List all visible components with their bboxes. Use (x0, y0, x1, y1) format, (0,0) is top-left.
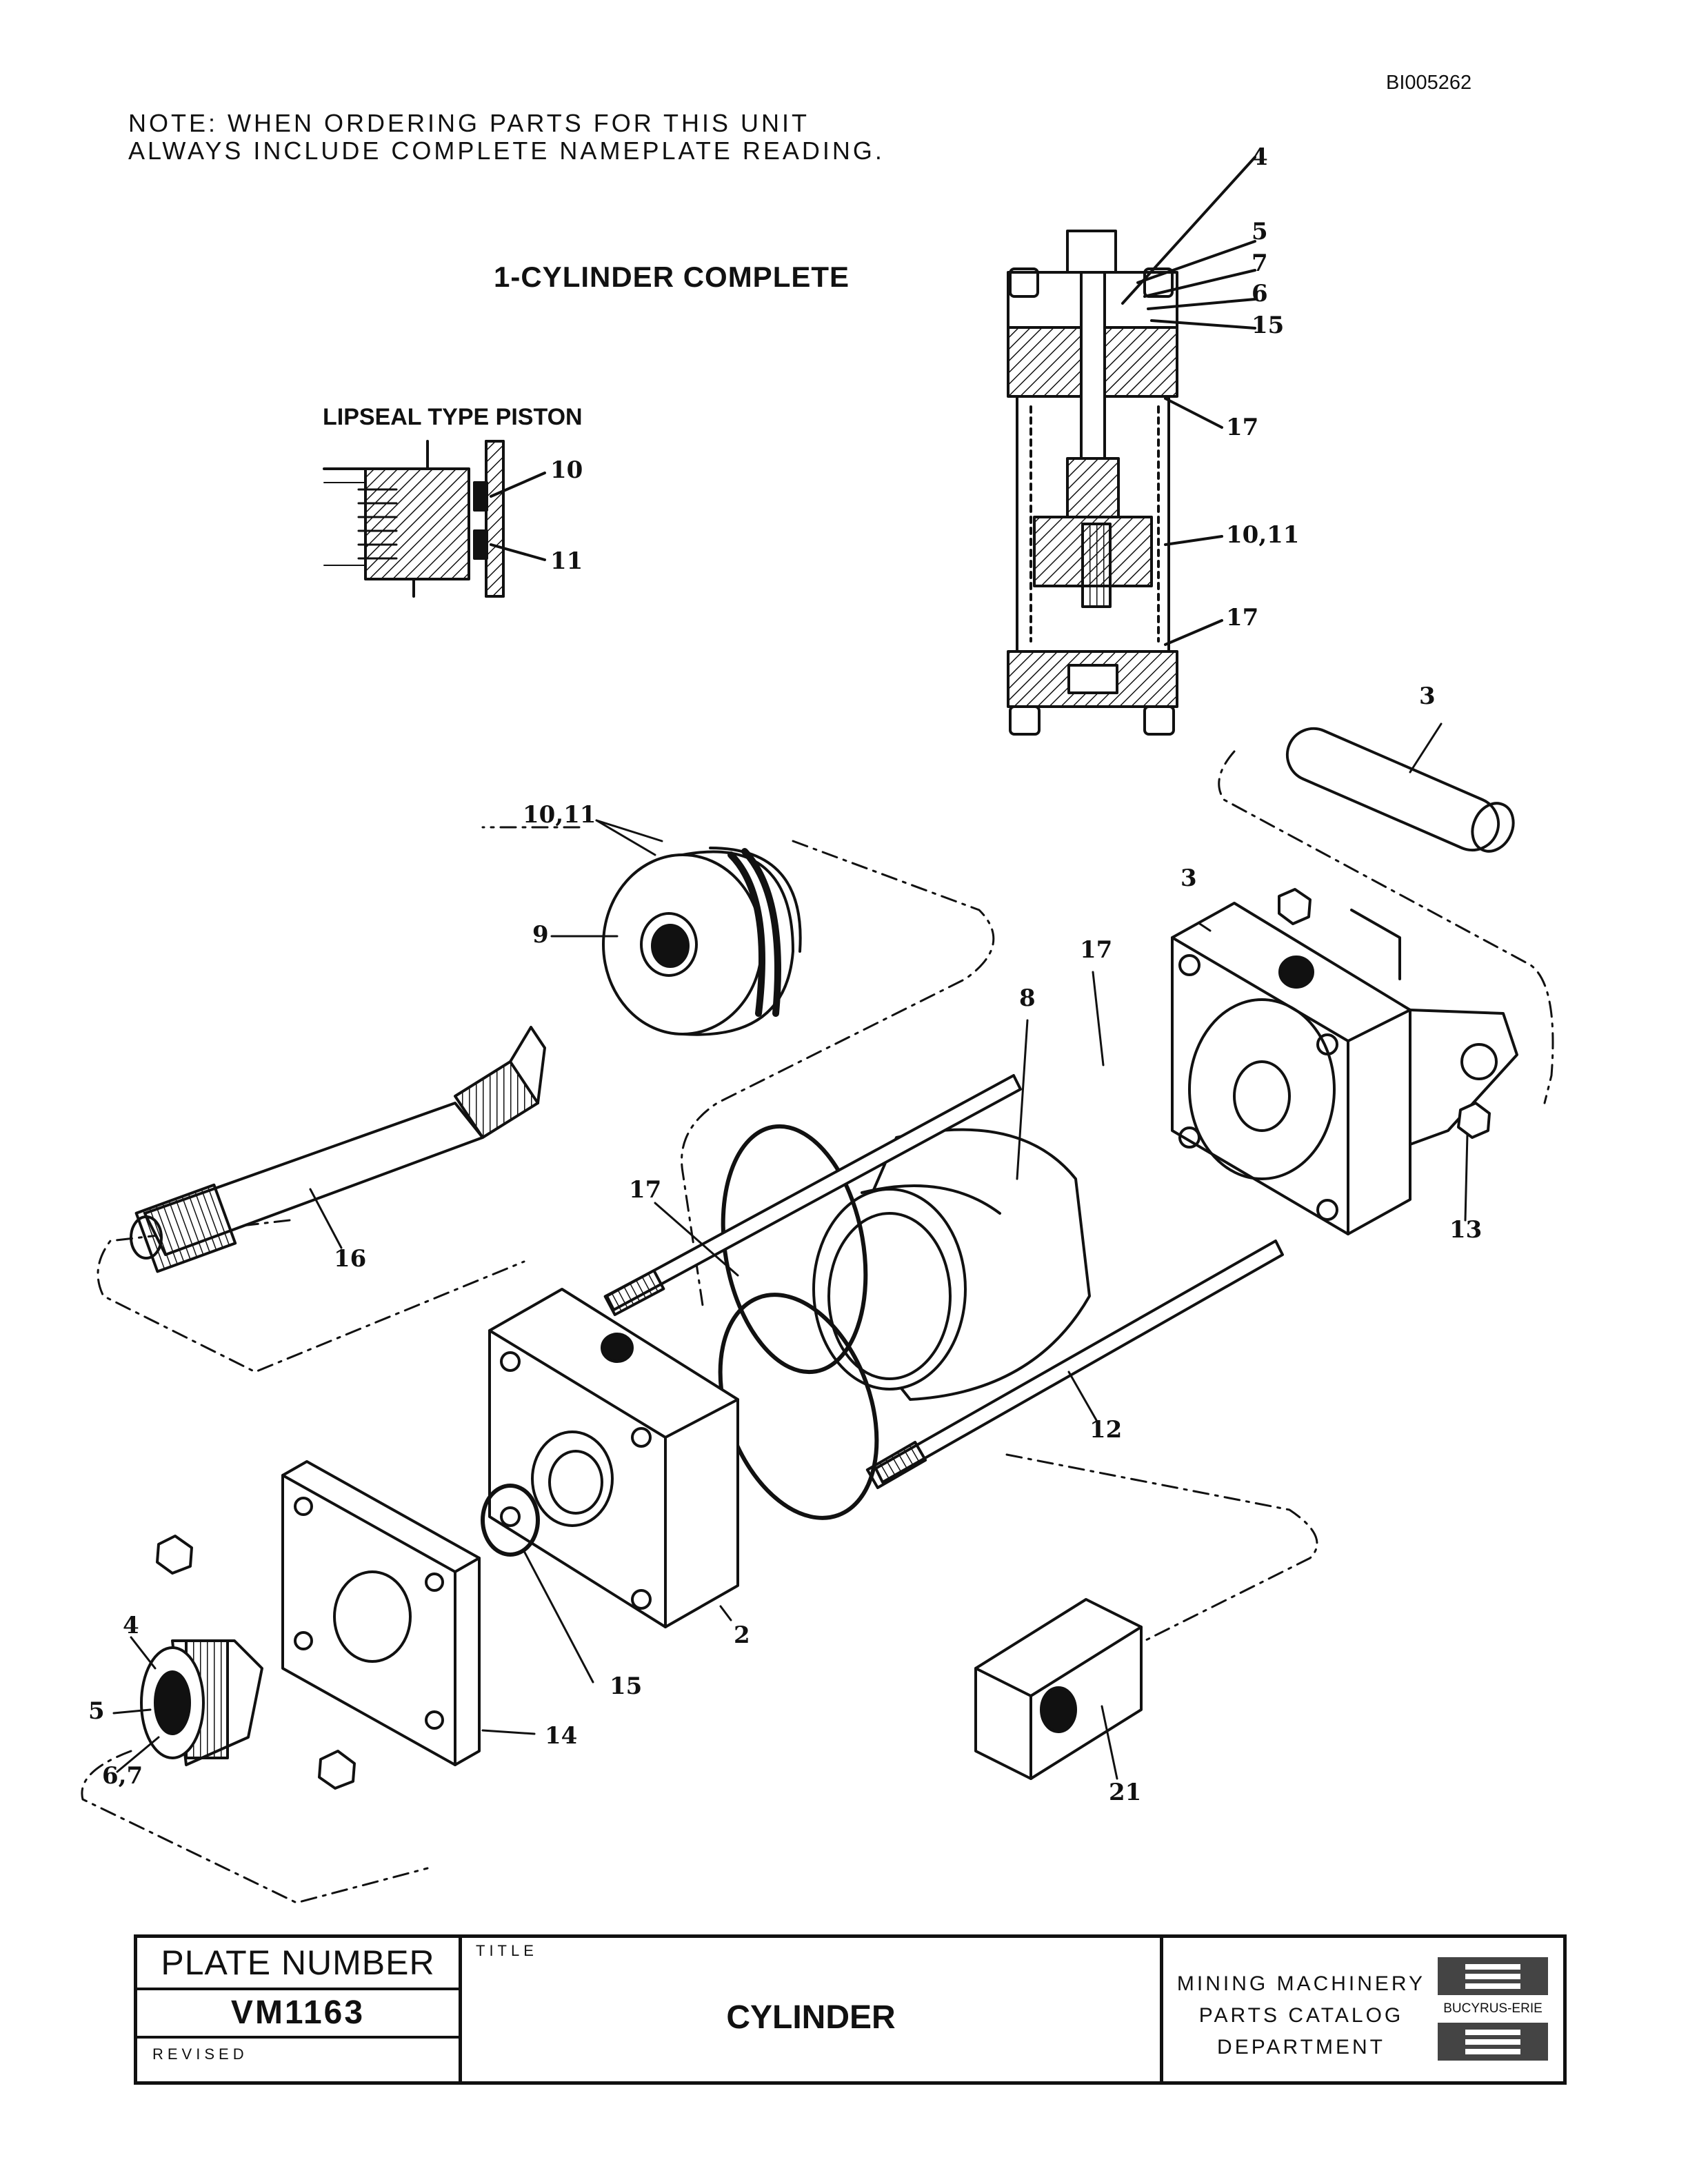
plate-number-section: PLATE NUMBER VM1163 REVISED (137, 1938, 462, 2081)
callout-17: 17 (1226, 604, 1259, 631)
callout-21: 21 (1109, 1779, 1142, 1806)
callout-16: 16 (334, 1245, 367, 1273)
callout-17: 17 (1080, 936, 1113, 964)
revised-label: REVISED (152, 2045, 248, 2063)
department-line-3: DEPARTMENT (1217, 2036, 1385, 2059)
callout-5: 5 (88, 1697, 105, 1725)
callout-6: 6 (1252, 280, 1268, 307)
callout-10: 10 (550, 456, 583, 484)
callout-9: 9 (532, 921, 549, 949)
callout-14: 14 (545, 1722, 578, 1750)
nut-part-13 (156, 888, 1491, 1790)
title-section: TITLE CYLINDER (462, 1938, 1163, 2081)
lipseal-inset (323, 440, 546, 598)
title-value: CYLINDER (726, 1999, 896, 2036)
callout-7: 7 (1252, 250, 1268, 277)
department-line-2: PARTS CATALOG (1198, 2004, 1404, 2027)
callout-13: 13 (1449, 1216, 1483, 1244)
callout-10-11: 10,11 (523, 801, 596, 829)
callout-6-7: 6,7 (102, 1762, 143, 1790)
callout-10-11: 10,11 (1226, 521, 1300, 549)
callout-15: 15 (610, 1672, 643, 1700)
callout-8: 8 (1019, 984, 1036, 1012)
piston-part-9 (602, 847, 802, 1036)
department-line-1: MINING MACHINERY (1176, 1972, 1426, 1995)
plate-number-label: PLATE NUMBER (137, 1938, 459, 1990)
bucyrus-erie-logo (1438, 1957, 1548, 2061)
piston-rod-part-16 (130, 1026, 546, 1273)
ordering-note-line-1: NOTE: WHEN ORDERING PARTS FOR THIS UNIT (128, 109, 810, 137)
callout-2: 2 (734, 1621, 750, 1649)
block-part-21 (974, 1598, 1143, 1780)
callout-3: 3 (1419, 682, 1436, 710)
retainer-plate-part-14 (281, 1460, 481, 1766)
seal-ring-part-15 (481, 1484, 540, 1557)
inset-title: LIPSEAL TYPE PISTON (323, 404, 583, 430)
o-ring-part-17-rear (721, 1124, 868, 1375)
logo-text: BUCYRUS-ERIE (1443, 2001, 1543, 2016)
callout-15: 15 (1252, 312, 1285, 339)
callout-17: 17 (1226, 414, 1259, 441)
head-block-part-2 (488, 1288, 739, 1628)
callout-5: 5 (1252, 218, 1268, 245)
callout-4: 4 (1252, 143, 1268, 171)
pin-part-3 (1285, 727, 1515, 853)
document-id: BI005262 (1386, 72, 1472, 94)
title-label: TITLE (476, 1942, 538, 1959)
callout-11: 11 (550, 547, 583, 575)
callout-3: 3 (1180, 865, 1197, 892)
department-section: MINING MACHINERY PARTS CATALOG DEPARTMEN… (1163, 1938, 1563, 2081)
callout-17: 17 (629, 1176, 662, 1204)
gland-part-4 (140, 1639, 263, 1766)
cylinder-sectional-view (1007, 156, 1256, 736)
plate-number-value: VM1163 (137, 1990, 459, 2039)
title-block: PLATE NUMBER VM1163 REVISED TITLE CYLIND… (134, 1934, 1567, 2085)
drawing-title: 1-CYLINDER COMPLETE (494, 261, 850, 293)
callout-4: 4 (123, 1612, 139, 1639)
cap-end-part-3 (1171, 902, 1518, 1235)
ordering-note-line-2: ALWAYS INCLUDE COMPLETE NAMEPLATE READIN… (128, 136, 885, 165)
callout-12: 12 (1089, 1416, 1123, 1444)
